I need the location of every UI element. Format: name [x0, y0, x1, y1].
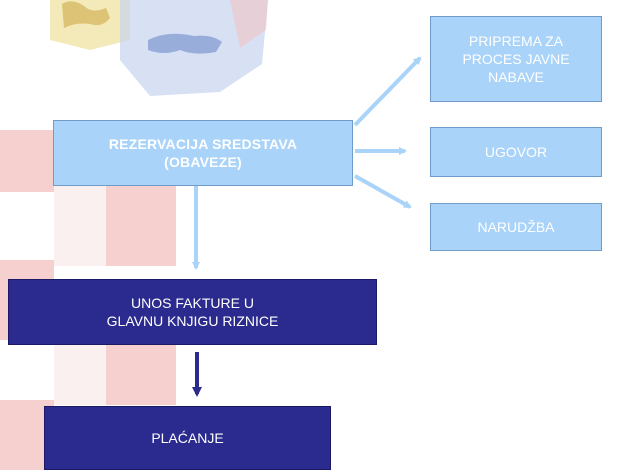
- ugovor-box: UGOVOR: [430, 127, 602, 177]
- priprema-javne-nabave-box: PRIPREMA ZA PROCES JAVNE NABAVE: [430, 16, 602, 102]
- placanje-box: PLAĆANJE: [44, 406, 331, 470]
- narudzba-label: NARUDŽBA: [477, 219, 555, 235]
- rezervacija-sredstava-label: REZERVACIJA SREDSTAVA (OBAVEZE): [108, 136, 298, 170]
- check-red: [106, 345, 176, 405]
- unos-fakture-label: UNOS FAKTURE U GLAVNU KNJIGU RIZNICE: [106, 295, 279, 329]
- check-red: [0, 130, 54, 192]
- crown-goat-figure: [62, 1, 110, 28]
- check-red: [106, 186, 176, 266]
- rezervacija-sredstava-box: REZERVACIJA SREDSTAVA (OBAVEZE): [53, 120, 353, 186]
- placanje-label: PLAĆANJE: [151, 430, 224, 446]
- crown-marten-figure: [148, 33, 222, 54]
- check-white: [54, 345, 106, 405]
- narudzba-box: NARUDŽBA: [430, 203, 602, 251]
- check-white: [54, 186, 106, 266]
- ugovor-label: UGOVOR: [484, 144, 548, 160]
- crown-red-shield: [230, 0, 268, 48]
- crown-gold-shield: [50, 0, 130, 50]
- unos-fakture-box: UNOS FAKTURE U GLAVNU KNJIGU RIZNICE: [8, 279, 377, 345]
- priprema-javne-nabave-label: PRIPREMA ZA PROCES JAVNE NABAVE: [462, 33, 570, 85]
